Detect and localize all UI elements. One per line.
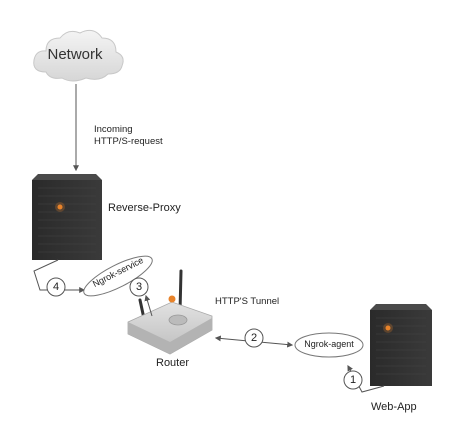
step-1-marker [343,370,363,390]
router-to-service-connector [144,294,153,317]
incoming-request-label: Incoming HTTP/S-request [94,124,163,148]
ngrok-agent-label: Ngrok-agent [304,339,354,349]
step-1-number: 1 [349,374,357,386]
reverse-proxy-label: Reverse-Proxy [108,202,181,214]
step-2-marker [244,328,264,348]
web-app-server-icon [370,304,432,386]
network-label: Network [47,46,103,63]
step-3-marker [129,277,149,297]
tunnel-label: HTTP'S Tunnel [215,296,280,307]
router-icon [127,269,213,355]
router-label: Router [156,357,190,369]
incoming-label-line1: Incoming [94,124,133,135]
step-4-marker [46,277,66,297]
step-2-number: 2 [250,332,258,344]
web-app-label: Web-App [371,401,417,413]
network-cloud-icon [33,29,124,82]
step-4-number: 4 [52,281,60,293]
reverse-proxy-server-icon [32,174,102,260]
ngrok-service-bubble [83,255,153,297]
incoming-label-line2: HTTP/S-request [94,136,163,147]
ngrok-agent-bubble [294,332,364,358]
step-3-number: 3 [135,281,143,293]
